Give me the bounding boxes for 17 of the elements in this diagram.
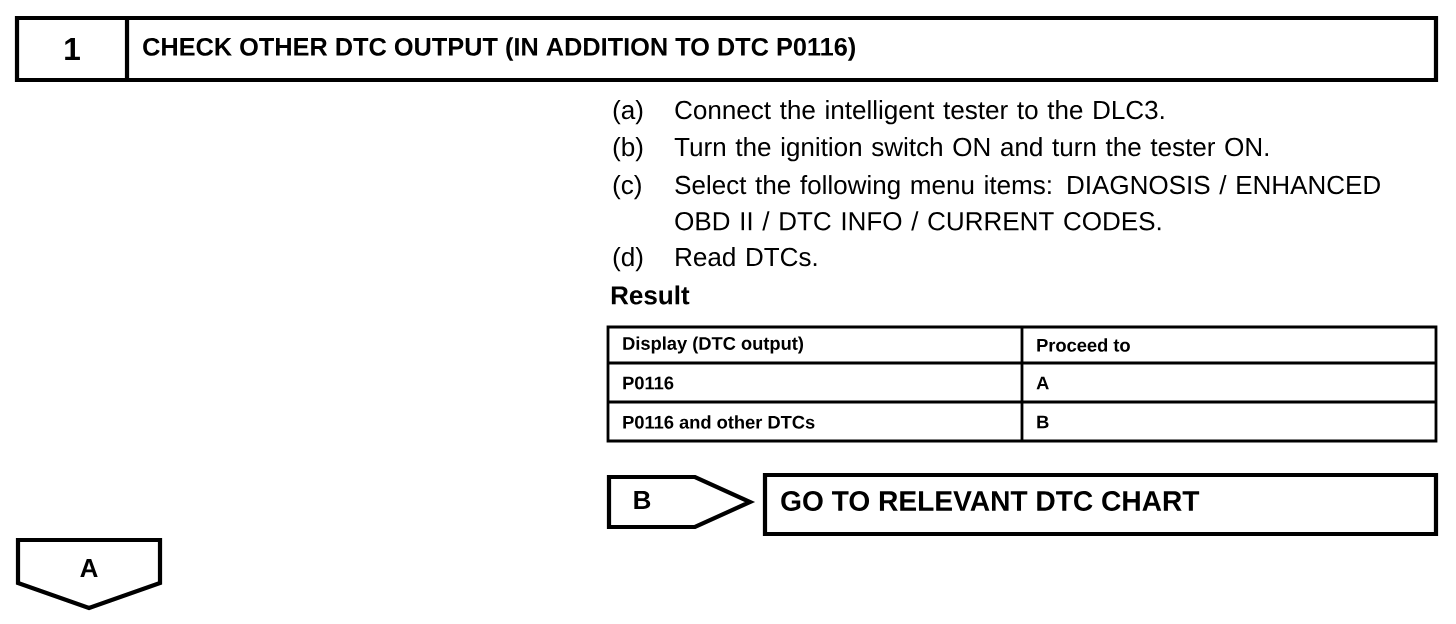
instruction-text: Read DTCs. <box>676 247 817 267</box>
table-cell-text: A <box>1036 376 1049 390</box>
list-marker: (b) <box>613 137 643 162</box>
branch-arrow-box: A <box>15 537 163 611</box>
branch-arrow-box: B <box>606 474 756 530</box>
result-box: GO TO RELEVANT DTC CHART <box>762 472 1439 537</box>
list-marker: (d) <box>613 247 643 272</box>
instruction-text: Select the following menu items: DIAGNOSIS / ENHANCED OBD II / DTC INFO / CURRENT CODES. <box>675 175 1380 231</box>
table-cell-text: P0116 and other DTCs <box>623 415 815 429</box>
instruction-text: Turn the ignition switch ON and turn the tester ON. <box>674 137 1268 162</box>
table-cell-text: P0116 <box>623 376 674 390</box>
table-header-text: Proceed to <box>1037 338 1130 352</box>
result-heading: Result <box>611 285 690 305</box>
table-header-text: Display (DTC output) <box>623 336 804 354</box>
list-marker: (c) <box>613 175 641 200</box>
step-header-box: 1 CHECK OTHER DTC OUTPUT (IN ADDITION TO DTC P0116) <box>14 15 1439 83</box>
table-cell-text: B <box>1037 415 1049 429</box>
